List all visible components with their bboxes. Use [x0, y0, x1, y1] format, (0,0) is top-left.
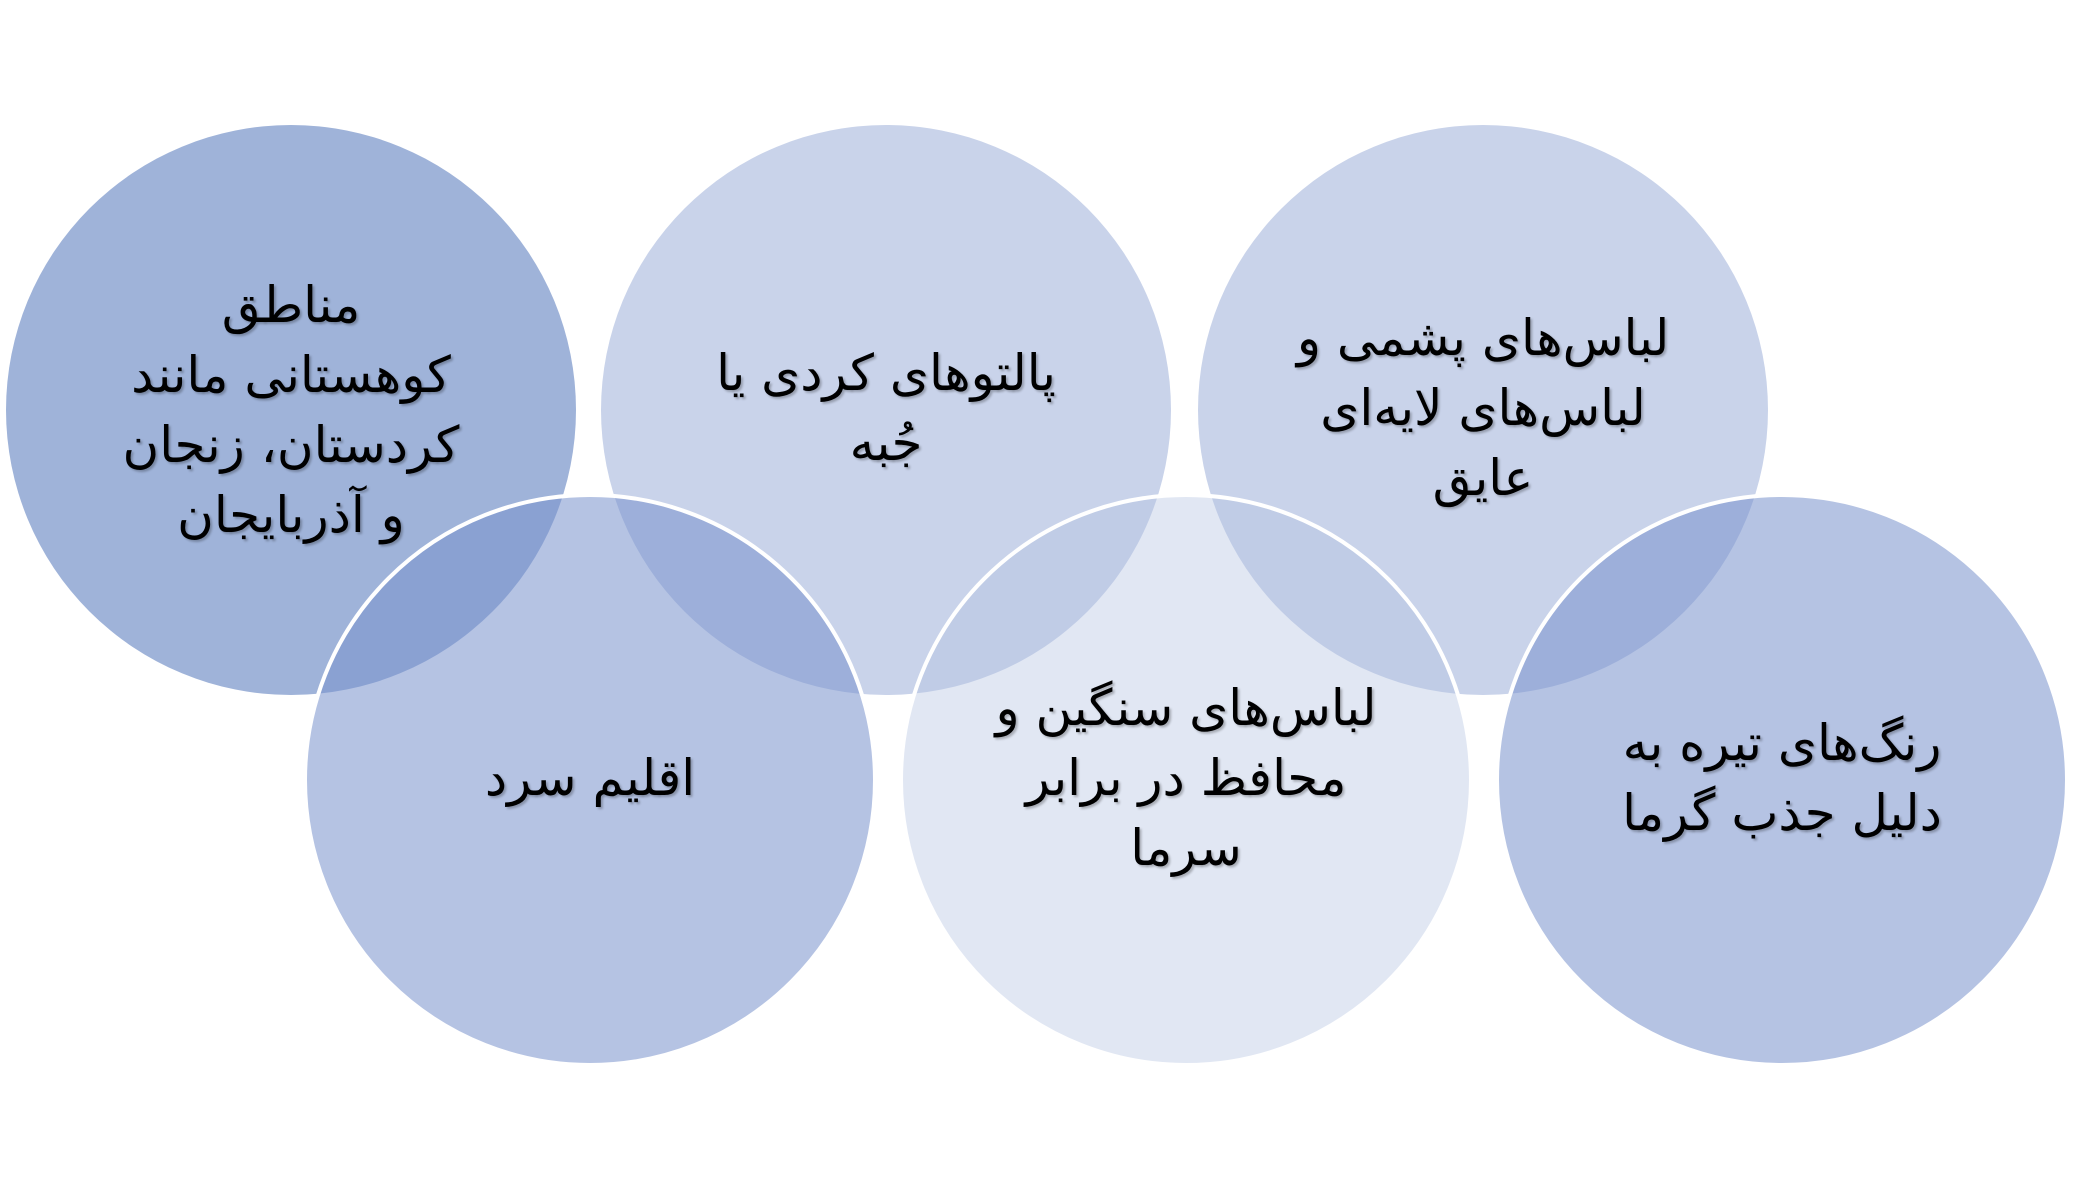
label-kurdish-coats: پالتوهای کردی یا جُبه: [716, 344, 1056, 472]
label-wool-clothes: لباس‌های پشمی و لباس‌های لایه‌ای عایق: [1296, 309, 1670, 507]
circle-heavy-clothes: [899, 493, 1473, 1067]
label-mountain-regions: مناطق کوهستانی مانند کردستان، زنجان و آذ…: [122, 276, 460, 544]
label-heavy-clothes: لباس‌های سنگین و محافظ در برابر سرما: [995, 679, 1377, 877]
circle-cold-climate: [303, 493, 877, 1067]
label-dark-colors: رنگ‌های تیره به دلیل جذب گرما: [1622, 714, 1942, 842]
circle-dark-colors: [1495, 493, 2069, 1067]
label-cold-climate: اقلیم سرد: [484, 749, 696, 807]
